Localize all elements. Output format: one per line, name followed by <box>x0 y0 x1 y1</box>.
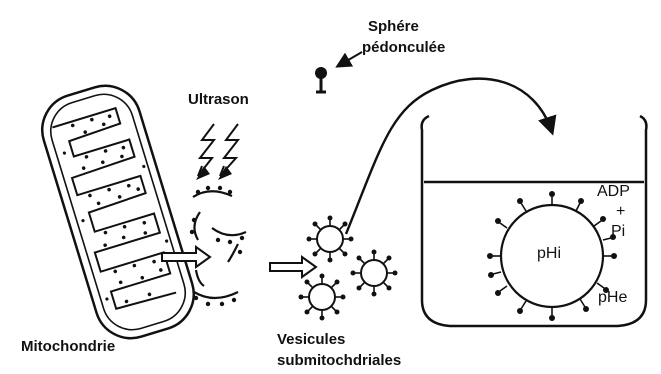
plus-label: + <box>616 203 625 221</box>
pi-label: Pi <box>611 223 625 241</box>
sphere-pointer-arrow <box>338 52 362 66</box>
ultrason-label: Ultrason <box>188 91 249 108</box>
phe-label: pHe <box>598 289 627 307</box>
vesicules-label-line1: Vesicules <box>277 331 345 348</box>
sphere-label-line2: pédonculée <box>362 39 445 56</box>
stalked-sphere-icon <box>315 67 327 92</box>
mitochondrie-label: Mitochondrie <box>21 338 115 355</box>
adp-label: ADP <box>597 183 630 201</box>
vesicules-label-line2: submitochdriales <box>277 352 401 369</box>
phi-label: pHi <box>537 245 561 263</box>
transfer-arrow <box>346 79 552 234</box>
sphere-label-line1: Sphére <box>368 18 419 35</box>
mitochondrion-icon <box>33 77 202 347</box>
membrane-fragments <box>193 191 246 298</box>
